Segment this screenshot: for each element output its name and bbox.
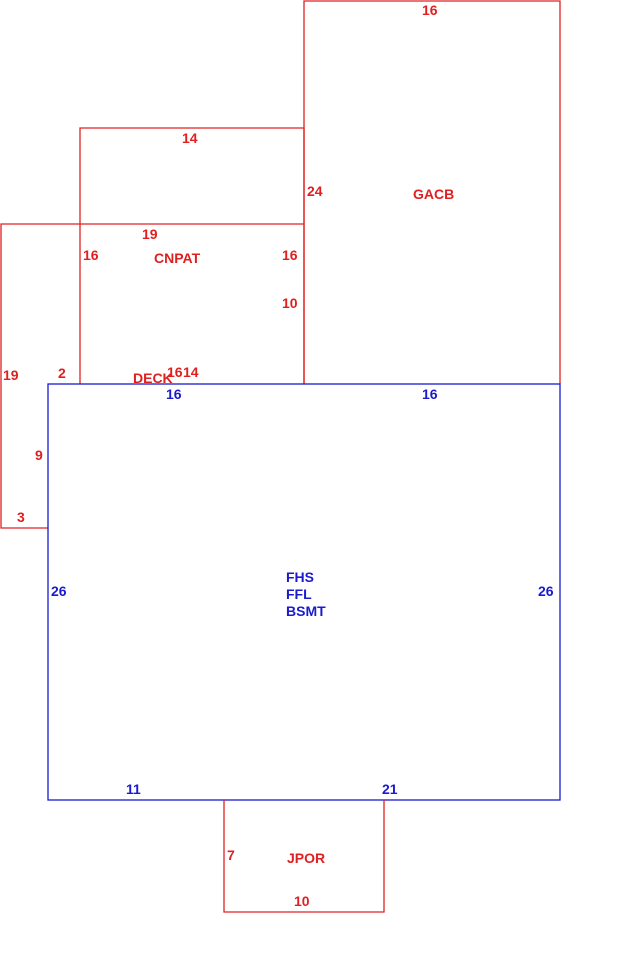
house-right-dimension: 26 [538,583,554,599]
house-bottom-left-dimension: 11 [126,781,141,797]
gacb-left-dimension: 24 [307,183,323,199]
house-label-fhs: FHS [286,569,314,585]
deck-right-upper-dimension: 10 [282,295,298,311]
jpor-label: JPOR [287,850,325,866]
deck-left-dimension: 19 [3,367,19,383]
gacb-label: GACB [413,186,454,202]
deck-outline [0,223,304,529]
house-left-dimension: 26 [51,583,67,599]
house-label-bsmt: BSMT [286,603,326,619]
cnpat-outline [79,127,305,384]
house-outline [47,383,561,801]
house-bottom-right-dimension: 21 [382,781,398,797]
deck-right-inner-dimension: 9 [35,447,43,463]
jpor-outline [223,800,385,913]
cnpat-right-dimension: 16 [282,247,298,263]
jpor-left-dimension: 7 [227,847,235,863]
gacb-top-dimension: 16 [422,2,438,18]
cnpat-left-dimension: 16 [83,247,99,263]
jpor-bottom-dimension: 10 [294,893,310,909]
house-label-ffl: FFL [286,586,312,602]
deck-top-dimension: 19 [142,226,158,242]
deck-bottom-dimension: 3 [17,509,25,525]
house-top-left-dimension: 16 [166,386,182,402]
deck-bottom-right-a-dimension: 16 [167,364,183,380]
cnpat-top-dimension: 14 [182,130,198,146]
deck-label: DECK [133,370,173,386]
deck-bottom-right-b-dimension: 14 [183,364,199,380]
deck-step-dimension: 2 [58,365,66,381]
cnpat-label: CNPAT [154,250,201,266]
house-top-right-dimension: 16 [422,386,438,402]
